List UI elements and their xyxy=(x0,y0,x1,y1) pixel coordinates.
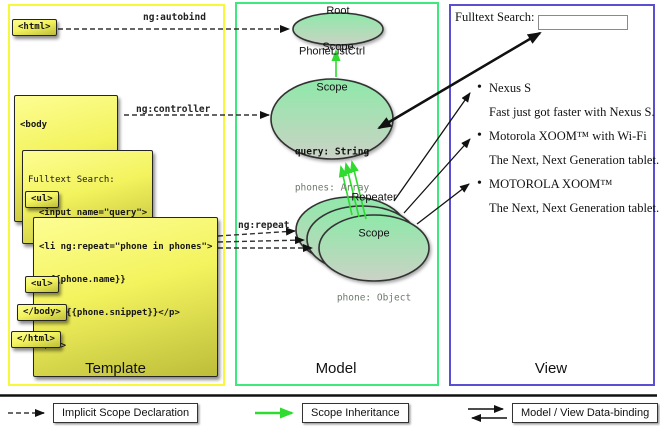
scope-title: Scope xyxy=(316,81,348,94)
scope-prop-query: query: String xyxy=(294,146,370,158)
code-line: </li> xyxy=(39,341,212,352)
scope-title: Repeater xyxy=(351,191,397,204)
fulltext-search-input[interactable] xyxy=(538,15,628,30)
legend-databinding-label: Model / View Data-binding xyxy=(512,403,659,423)
ng-autobind-label: ng:autobind xyxy=(143,12,206,23)
scope-title: Scope xyxy=(358,227,390,240)
code-line: <ul> xyxy=(31,194,53,204)
code-line: </body> xyxy=(23,307,61,317)
legend-scope-inheritance-label: Scope Inheritance xyxy=(302,403,409,423)
repeater-scope-label: Repeater Scope phone: Object xyxy=(337,168,411,329)
phonelistctrl-scope-label: PhoneListCtrl Scope query: String phones… xyxy=(295,22,369,219)
body-close-tag-box: </body> xyxy=(17,304,67,321)
template-column-label: Template xyxy=(85,360,146,377)
ng-controller-label: ng:controller xyxy=(136,104,211,115)
ul-open-tag-box: <ul> xyxy=(25,191,59,208)
code-line: {{phone.name}} xyxy=(39,275,126,285)
html-open-tag-box: <html> xyxy=(12,19,57,36)
view-item-title: MOTOROLA XOOM™ xyxy=(477,176,612,192)
view-item-desc: Fast just got faster with Nexus S. xyxy=(489,105,655,119)
legend-implicit-scope-label: Implicit Scope Declaration xyxy=(53,403,199,423)
model-column-label: Model xyxy=(315,360,357,377)
code-line: </html> xyxy=(17,334,55,344)
html-close-tag-box: </html> xyxy=(11,331,61,348)
view-item-desc: The Next, Next Generation tablet. xyxy=(489,201,660,215)
code-line: <ul> xyxy=(31,279,53,289)
view-item-title: Nexus S xyxy=(477,80,531,96)
scope-prop-phone: phone: Object xyxy=(336,292,412,304)
fulltext-search-label: Fulltext Search: xyxy=(455,10,535,24)
code-line: <p>{{phone.snippet}}</p> xyxy=(39,308,180,318)
scope-title: Root xyxy=(326,5,350,17)
view-item-title: Motorola XOOM™ with Wi-Fi xyxy=(477,128,647,144)
scope-title: Scope xyxy=(322,41,354,53)
li-repeat-code-box: <li ng:repeat="phone in phones"> {{phone… xyxy=(33,217,219,377)
view-item-desc: The Next, Next Generation tablet. xyxy=(489,153,660,167)
ng-repeat-label: ng:repeat xyxy=(238,220,290,231)
spacer xyxy=(295,118,369,123)
scope-title: PhoneListCtrl xyxy=(298,45,366,58)
scope-prop-phones: phones: Array xyxy=(294,182,370,194)
view-column-box xyxy=(449,4,655,386)
ul-close-tag-box: <ul> xyxy=(25,276,59,293)
spacer xyxy=(337,264,411,269)
root-scope-label: Root Scope xyxy=(322,0,353,77)
code-line: <html> xyxy=(18,22,51,32)
code-line: Fulltext Search: xyxy=(28,175,115,185)
code-line: <input name="query"> xyxy=(28,208,148,218)
code-line: <body xyxy=(20,120,48,130)
code-line: <li ng:repeat="phone in phones"> xyxy=(39,242,213,252)
view-column-label: View xyxy=(534,360,568,377)
